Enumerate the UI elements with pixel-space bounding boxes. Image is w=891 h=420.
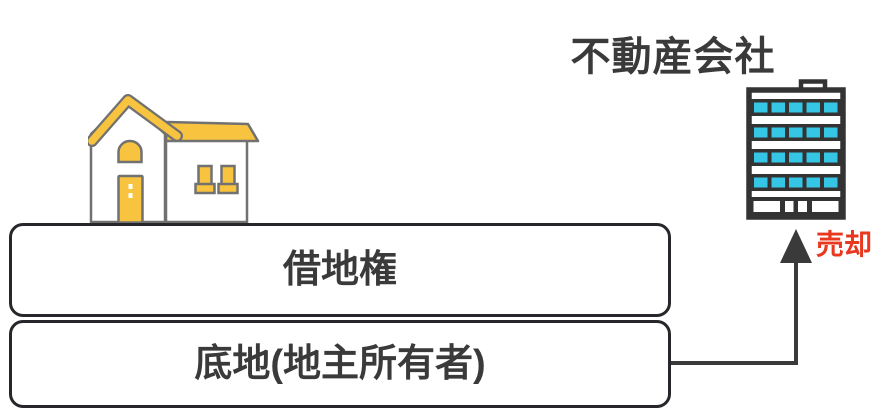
house-arch-window <box>117 139 143 164</box>
house-small-window <box>220 164 236 187</box>
office-building-icon-svg <box>746 79 846 220</box>
house-icon <box>86 92 260 224</box>
door-dot <box>128 193 133 198</box>
company-title: 不動産会社 <box>570 35 776 79</box>
arrow-up-icon <box>780 229 812 263</box>
sale-arrow-vertical-line <box>794 260 798 365</box>
land-box: 底地(地主所有者) <box>9 320 671 408</box>
leasehold-label: 借地権 <box>282 249 397 291</box>
house-icon-svg <box>86 94 260 224</box>
leasehold-box: 借地権 <box>9 223 671 317</box>
door-dot <box>128 184 133 189</box>
sale-label: 売却 <box>816 229 873 260</box>
house-roof <box>88 96 181 145</box>
house-door <box>117 174 144 224</box>
building-window-rows <box>751 99 841 191</box>
building-ground-floor <box>751 197 841 215</box>
land-label: 底地(地主所有者) <box>194 343 486 385</box>
house-small-window-sill <box>217 182 239 195</box>
office-building-icon <box>746 79 846 220</box>
house-small-window-sill <box>194 182 216 195</box>
sale-arrow-horizontal-line <box>671 361 798 365</box>
house-small-window <box>197 164 213 187</box>
